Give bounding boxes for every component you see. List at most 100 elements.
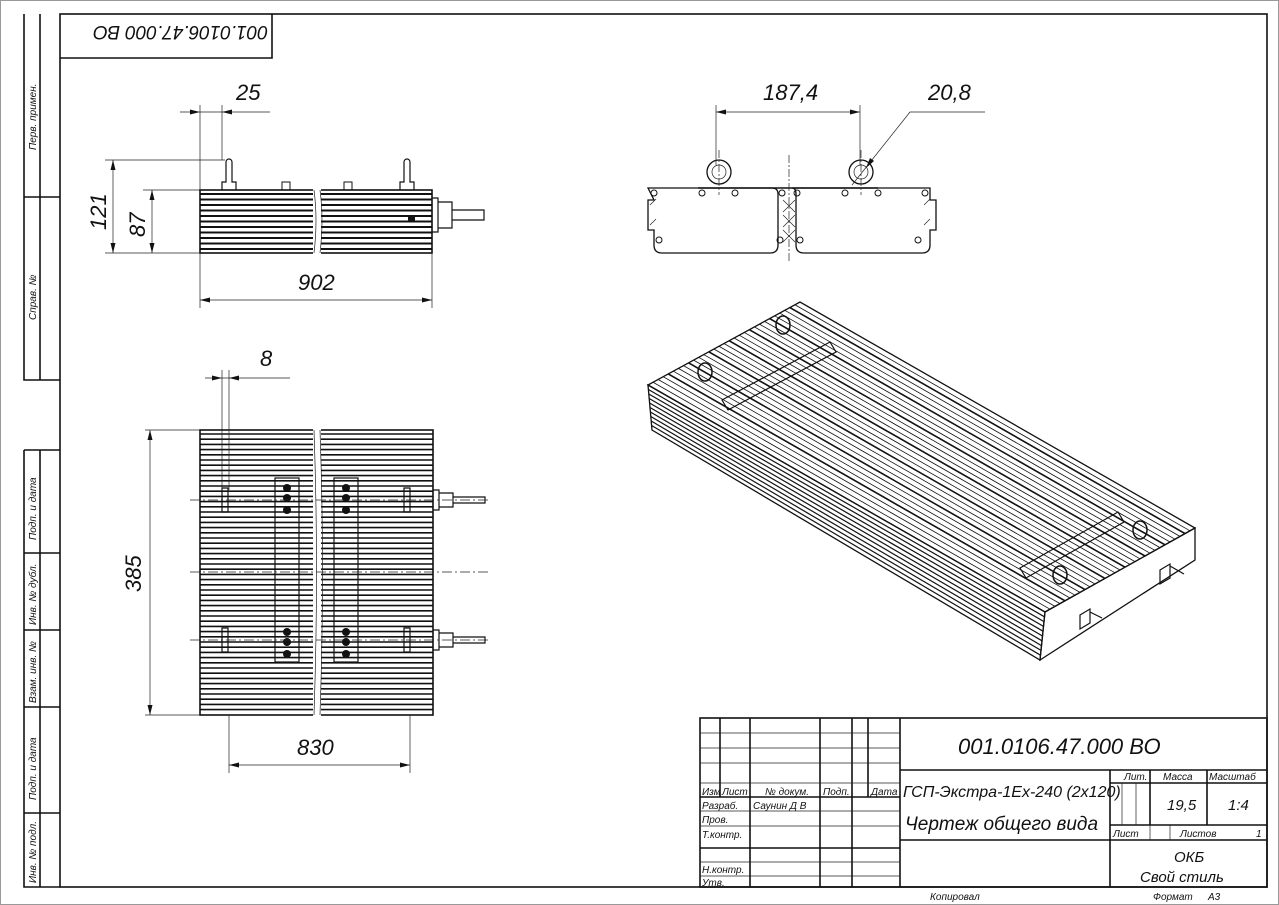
screw-icon <box>778 189 786 197</box>
side-view <box>199 158 485 257</box>
fin-line <box>789 306 1186 535</box>
fin-line <box>673 370 1071 599</box>
fin-line <box>678 368 1076 596</box>
scale-label: Масштаб <box>1209 771 1256 783</box>
header-sign: Подп. <box>823 787 850 798</box>
header-date: Дата <box>870 787 898 798</box>
fin-line <box>693 359 1091 588</box>
developer-name: Саунин Д В <box>753 801 807 812</box>
strip-label-podp-data-2: Подп. и дата <box>28 737 39 800</box>
screw-icon <box>776 236 784 244</box>
screw-icon <box>650 189 658 197</box>
fin-line <box>784 309 1181 537</box>
fin-line <box>663 376 1061 604</box>
fin-line <box>651 424 1041 656</box>
bolt-icon <box>342 484 350 492</box>
org-line1: ОКБ <box>1174 849 1205 866</box>
fin-line <box>723 343 1121 571</box>
dim-plan-length: 830 <box>297 735 334 760</box>
lit-label: Лит. <box>1123 772 1147 783</box>
dim-front-eye-diameter: 20,8 <box>927 80 972 105</box>
fin-line <box>774 315 1171 543</box>
bolt-icon <box>283 506 291 514</box>
rotated-designation-stamp: 001.0106.47.000 ВО <box>60 14 273 59</box>
stamp-designation: 001.0106.47.000 ВО <box>93 21 268 42</box>
fin-line <box>698 356 1096 585</box>
role-developer: Разраб. <box>702 800 738 812</box>
dim-front-eye-spacing: 187,4 <box>763 80 818 105</box>
role-approved: Утв. <box>701 878 725 889</box>
strip-label-inv-podl: Инв. № подл. <box>28 821 39 883</box>
fin-line <box>764 321 1161 548</box>
fin-line <box>744 332 1141 560</box>
dim-side-body-height: 87 <box>125 212 150 237</box>
bolt-icon <box>342 506 350 514</box>
fin-line <box>759 323 1156 551</box>
sheets-label: Листов <box>1179 829 1216 840</box>
fin-line <box>657 379 1056 607</box>
isometric-view <box>646 301 1197 662</box>
fin-line <box>748 328 1146 557</box>
strip-label-inv-dubl: Инв. № дубл. <box>27 564 39 626</box>
header-izm: Изм <box>702 787 721 798</box>
bolt-icon <box>283 494 291 502</box>
fin-line <box>652 381 1051 610</box>
title-designation: 001.0106.47.000 ВО <box>958 734 1161 759</box>
fin-line <box>794 304 1191 532</box>
plan-view <box>190 425 490 720</box>
org-line2: Свой стиль <box>1140 869 1224 886</box>
fin-line <box>649 402 1044 632</box>
screw-icon <box>655 236 663 244</box>
bolt-icon <box>283 484 291 492</box>
bolt-icon <box>342 638 350 646</box>
fin-line <box>754 326 1151 554</box>
role-tech-control: Т.контр. <box>702 830 742 841</box>
strip-label-podp-data-1: Подп. и дата <box>28 477 39 540</box>
title-document-name: Чертеж общего вида <box>905 814 1098 835</box>
scale-value: 1:4 <box>1228 797 1249 814</box>
plan-view-dimensions: 8 385 830 <box>121 346 411 773</box>
left-strip: Перв. примен. Справ. № Подп. и дата Инв.… <box>23 14 60 888</box>
fin-line <box>718 345 1116 574</box>
side-view-dimensions: 25 121 87 902 <box>86 80 433 308</box>
front-view <box>646 150 937 262</box>
fin-line <box>779 312 1176 540</box>
screw-icon <box>793 189 801 197</box>
title-block: 001.0106.47.000 ВО ГСП-Экстра-1Ex-240 (2… <box>699 717 1268 903</box>
bolt-icon <box>342 494 350 502</box>
sheet-label: Лист <box>1112 829 1139 840</box>
fin-line <box>667 373 1066 602</box>
bolt-icon <box>283 628 291 636</box>
fin-line <box>713 348 1111 576</box>
mass-value: 19,5 <box>1167 797 1197 814</box>
fin-line <box>703 354 1101 582</box>
screw-icon <box>841 189 849 197</box>
format-value: А3 <box>1207 892 1221 903</box>
dim-plan-offset: 8 <box>260 346 273 371</box>
dim-side-length: 902 <box>298 270 335 295</box>
header-list: Лист <box>721 787 748 798</box>
fin-line <box>708 351 1106 580</box>
fin-line <box>739 334 1136 562</box>
sheets-value: 1 <box>1256 829 1262 840</box>
fin-line <box>728 340 1126 568</box>
fin-line <box>769 317 1166 546</box>
copied-label: Копировал <box>930 892 980 903</box>
screw-icon <box>796 236 804 244</box>
fin-line <box>650 411 1043 642</box>
screw-icon <box>698 189 706 197</box>
bolt-icon <box>283 638 291 646</box>
fin-line <box>648 397 1044 627</box>
strip-label-vzam-inv: Взам. инв. № <box>28 641 39 703</box>
bolt-icon <box>342 628 350 636</box>
strip-label-perv-primen: Перв. примен. <box>28 84 39 150</box>
fin-line <box>650 415 1042 647</box>
role-checker: Пров. <box>702 815 728 826</box>
screw-icon <box>914 236 922 244</box>
strip-label-sprav-no: Справ. № <box>28 274 39 320</box>
dim-side-offset: 25 <box>235 80 261 105</box>
role-norm-control: Н.контр. <box>702 865 744 876</box>
screw-icon <box>921 189 929 197</box>
